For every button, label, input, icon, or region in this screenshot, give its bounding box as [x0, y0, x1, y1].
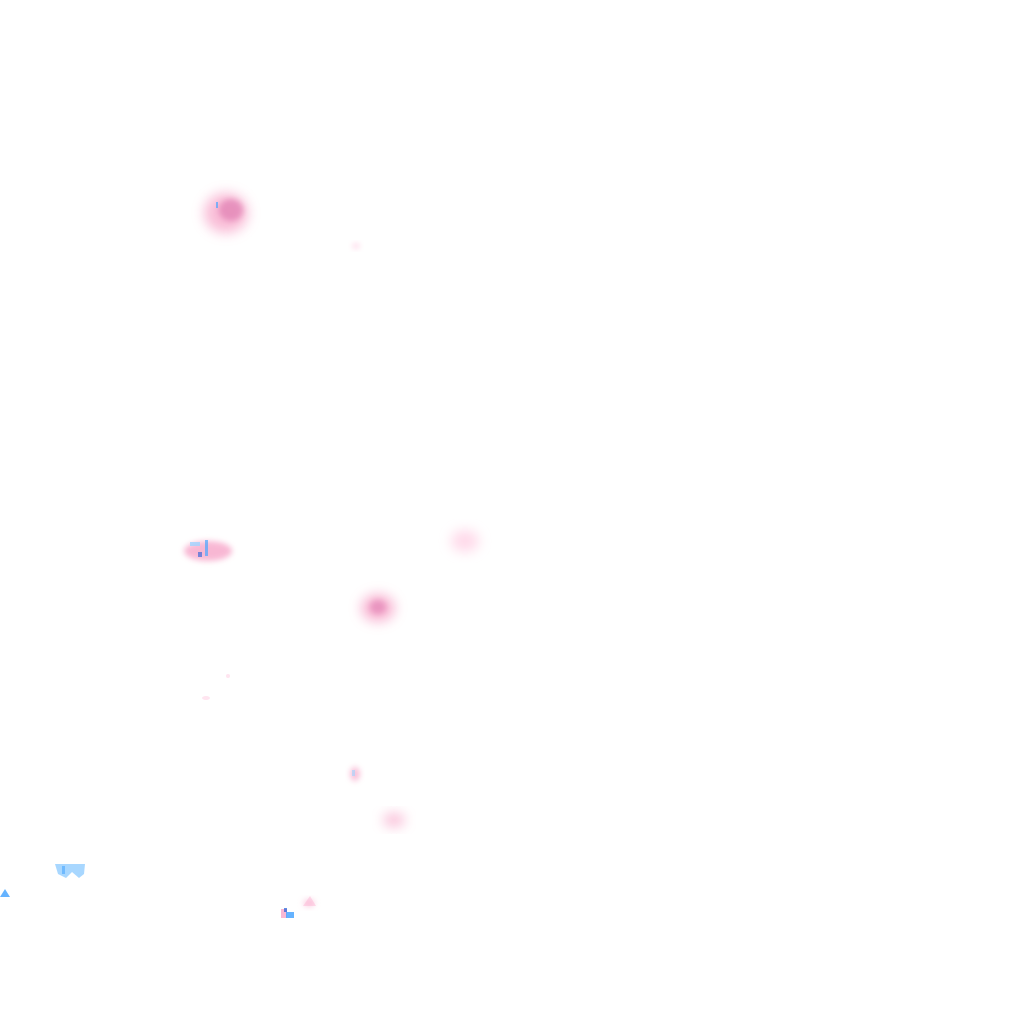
precip-speck-lower	[350, 767, 360, 781]
precip-cell-lower	[383, 813, 405, 827]
mix-speck-bottom	[281, 896, 316, 918]
precip-cell-mid-right	[451, 530, 479, 552]
precip-speck-upper	[352, 243, 360, 249]
precip-cell-mid-left	[184, 540, 232, 561]
precip-speck-mid	[202, 674, 230, 700]
rain-speck-edge	[0, 889, 10, 897]
rain-cell-bottom-left	[55, 864, 85, 878]
precip-cell-upper	[204, 193, 248, 233]
precip-cell-center	[361, 594, 395, 622]
